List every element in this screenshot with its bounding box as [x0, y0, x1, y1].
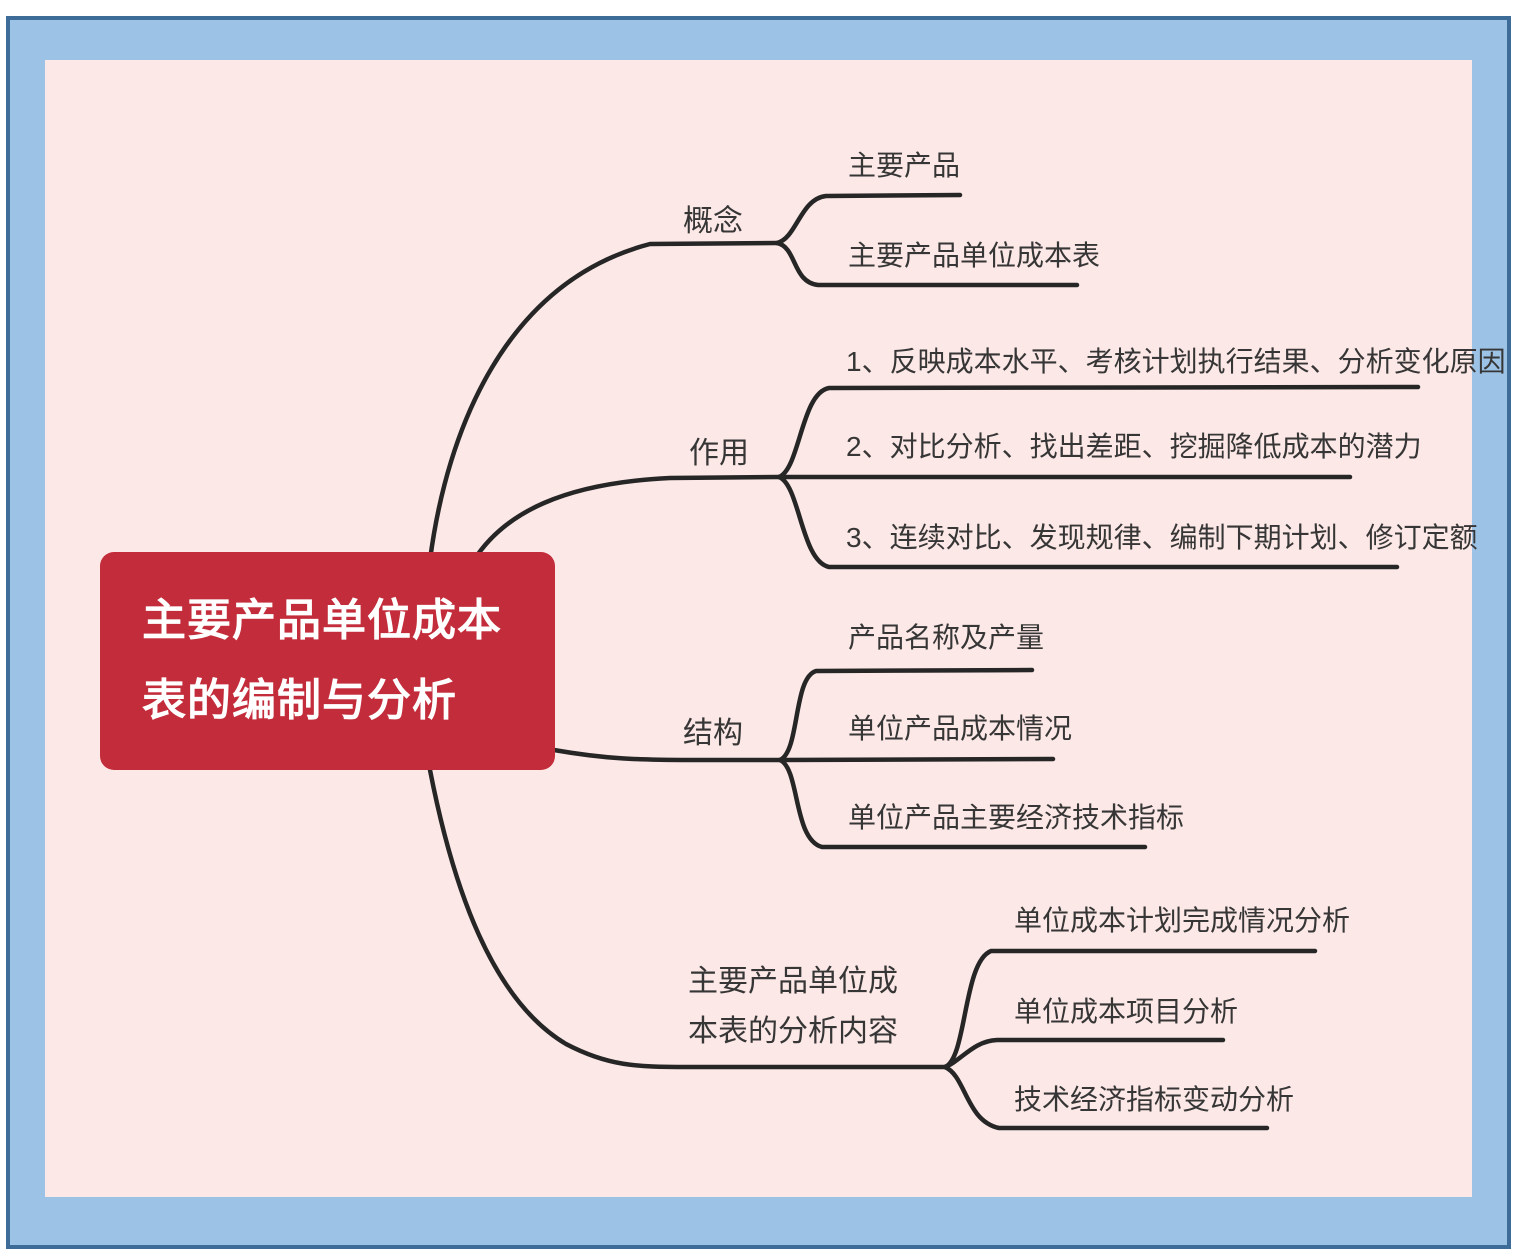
leaf-node: 产品名称及产量	[848, 622, 1045, 653]
branch-label-analysis: 主要产品单位成 本表的分析内容	[688, 957, 898, 1057]
branch-curve-structure	[551, 747, 783, 763]
leaf-node: 主要产品	[848, 150, 961, 181]
leaf-node: 单位成本计划完成情况分析	[1014, 905, 1351, 936]
branch-label-analysis-line2: 本表的分析内容	[688, 1015, 898, 1048]
leaf-node: 单位产品主要经济技术指标	[848, 802, 1185, 833]
central-topic-node: 主要产品单位成本 表的编制与分析	[100, 552, 555, 770]
leaf-line-structure-3	[777, 757, 1148, 850]
leaf-node: 1、反映成本水平、考核计划执行结果、分析变化原因	[846, 346, 1506, 377]
central-topic-line2: 表的编制与分析	[142, 676, 457, 725]
leaf-line-concept-2	[774, 240, 1080, 288]
leaf-node: 技术经济指标变动分析	[1014, 1084, 1295, 1115]
leaf-line-structure-2	[777, 756, 1056, 763]
leaf-line-analysis-3	[942, 1064, 1270, 1131]
branch-curve-function	[471, 474, 782, 563]
leaf-node: 单位成本项目分析	[1014, 996, 1239, 1027]
leaf-node: 单位产品成本情况	[848, 713, 1073, 744]
leaf-line-structure-1	[777, 667, 1035, 763]
branch-label-concept: 概念	[683, 205, 743, 238]
branch-curve-analysis	[427, 767, 948, 1070]
branch-label-function: 作用	[689, 437, 749, 470]
branch-curve-concept	[427, 240, 780, 563]
leaf-line-function-3	[776, 474, 1400, 570]
branch-label-analysis-line1: 主要产品单位成	[688, 965, 898, 998]
leaf-line-function-1	[776, 384, 1421, 480]
leaf-node: 2、对比分析、找出差距、挖掘降低成本的潜力	[846, 431, 1422, 462]
leaf-line-analysis-1	[942, 948, 1318, 1070]
central-topic-line1: 主要产品单位成本	[142, 596, 502, 645]
leaf-line-concept-1	[774, 192, 963, 246]
leaf-node: 主要产品单位成本表	[848, 240, 1101, 271]
branch-label-structure: 结构	[683, 717, 743, 750]
leaf-node: 3、连续对比、发现规律、编制下期计划、修订定额	[846, 522, 1478, 553]
leaf-line-analysis-2	[942, 1037, 1226, 1070]
